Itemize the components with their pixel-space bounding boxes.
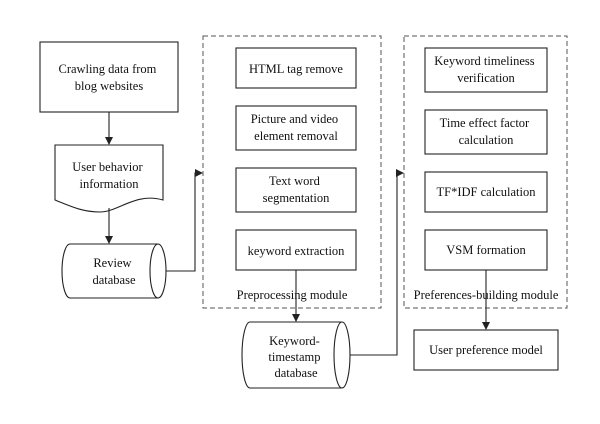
text-word-segmentation-node [235,167,357,213]
arrow-review-db-to-preprocessing [166,169,203,272]
keyword-extraction-node [235,229,357,271]
keyword-timeliness-node [424,47,548,93]
picture-video-removal-node [235,105,357,151]
review-database-label: Review database [92,256,135,287]
keyword-timestamp-database-label: Keyword- timestamp database [268,334,323,380]
crawling-data-label: Crawling data from blog websites [58,62,159,93]
user-behavior-label: User behavior information [72,160,146,191]
crawling-data-node [39,41,179,113]
vsm-formation-label: VSM formation [446,243,526,257]
arrow-db-to-preferences-module [350,169,404,356]
vsm-formation-node [424,229,548,271]
keyword-timeliness-label: Keyword timeliness verification [434,54,537,85]
time-effect-factor-label: Time effect factor calculation [440,116,533,147]
user-preference-model-label: User preference model [429,343,543,357]
review-database-end [149,243,159,299]
time-effect-factor-node [424,109,548,155]
preprocessing-module-box [202,35,382,309]
html-tag-remove-label: HTML tag remove [249,62,343,76]
tfidf-calculation-node [424,171,548,213]
keyword-extraction-label: keyword extraction [248,244,346,258]
preprocessing-module-label: Preprocessing module [237,288,348,302]
text-word-segmentation-label: Text word segmentation [263,174,330,205]
keyword-timestamp-database-end [333,321,343,389]
tfidf-calculation-label: TF*IDF calculation [437,185,537,199]
html-tag-remove-node [235,47,357,89]
user-behavior-document-node [54,144,164,213]
user-preference-model-node [413,329,559,371]
picture-video-removal-label: Picture and video element removal [251,112,342,143]
